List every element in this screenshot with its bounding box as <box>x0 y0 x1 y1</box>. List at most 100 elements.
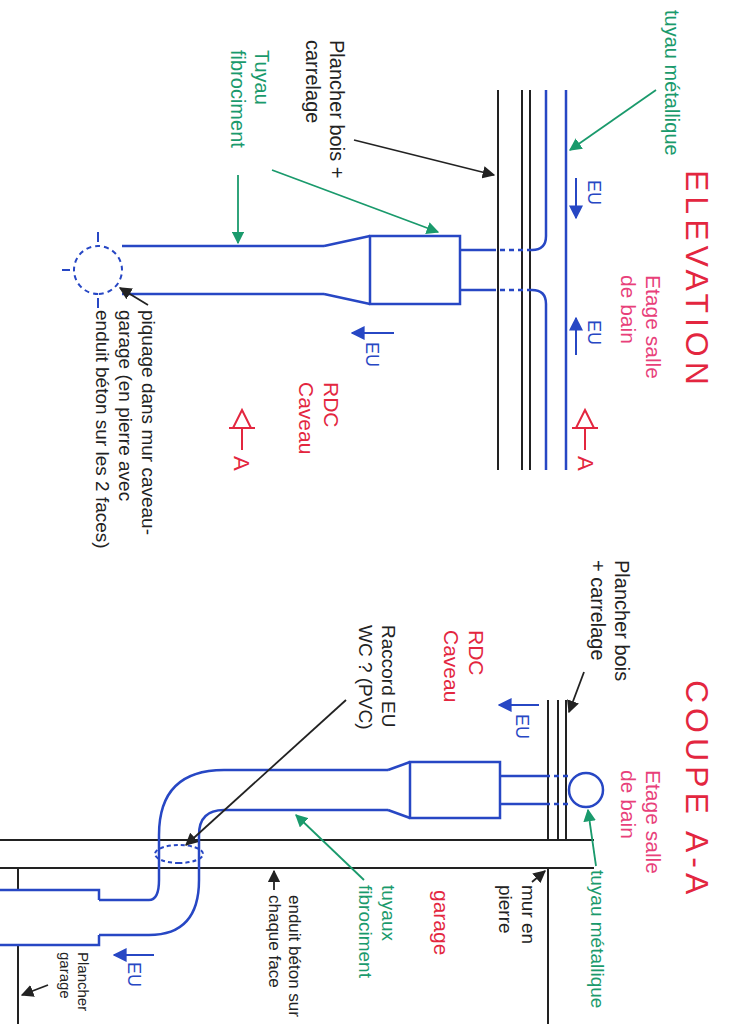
flow-arrow <box>114 705 539 955</box>
fibre-cement-pipe <box>159 770 224 835</box>
fibre-cement-pipe <box>0 935 99 945</box>
fibre-cement-pipe <box>370 236 460 304</box>
fibre-cement-pipe <box>500 803 546 806</box>
leader-line <box>532 871 545 882</box>
flow-label: EU <box>122 962 144 987</box>
material-label: mur en pierre <box>493 885 539 965</box>
section-marker <box>576 410 594 428</box>
leader-line <box>570 90 656 150</box>
material-label: Tuyau fibrociment <box>226 50 274 170</box>
pipe-through-floor <box>546 775 568 778</box>
section-marker <box>233 410 251 428</box>
floor-line <box>497 90 499 470</box>
fibre-cement-pipe <box>460 289 496 292</box>
material-label: Plancher bois + carrelage <box>586 560 634 695</box>
fibre-cement-pipe <box>122 236 496 304</box>
pipe-through-floor <box>546 803 568 806</box>
metal-pipe <box>569 773 603 807</box>
stone-wall <box>0 867 594 869</box>
fibre-cement-pipe <box>99 899 149 902</box>
flow-arrow <box>352 332 394 334</box>
flow-arrow <box>575 178 577 218</box>
metal-pipe <box>532 90 566 470</box>
section-marker <box>229 410 598 450</box>
flow-arrow <box>114 954 154 956</box>
fibre-cement-pipe <box>410 762 500 818</box>
room-label: RDC Caveau <box>439 630 489 720</box>
leader-line <box>296 810 596 880</box>
fibre-cement-pipe <box>224 809 388 812</box>
note-label: piquage dans mur caveau-garage (en pierr… <box>91 310 159 550</box>
fibre-cement-pipe <box>324 294 370 304</box>
leader-line <box>238 90 656 243</box>
room-label: garage <box>429 890 454 955</box>
leader-line <box>120 140 494 305</box>
leader-line <box>296 815 364 880</box>
metal-pipe <box>532 290 546 470</box>
metal-pipe <box>565 90 568 470</box>
floor-line <box>557 700 559 840</box>
pipe-through-floor <box>496 250 532 290</box>
wall-connection <box>97 298 99 308</box>
section-marker <box>241 428 243 450</box>
leader-line <box>354 140 494 175</box>
stone-wall <box>0 839 594 841</box>
material-label: Plancher garage <box>56 952 92 1022</box>
floor-line <box>17 868 19 890</box>
floor-line <box>547 868 549 1024</box>
section-mark: A <box>572 456 598 471</box>
floor-line <box>18 700 566 1024</box>
section-title: COUPE A-A <box>678 680 716 899</box>
note-label: Raccord EU WC ? (PVC) <box>353 625 399 755</box>
fibre-cement-pipe <box>0 890 99 900</box>
leader-line <box>120 288 148 305</box>
note-label: enduit béton sur chaque face <box>263 895 304 1020</box>
wall-connection <box>62 269 70 271</box>
fibre-cement-pipe <box>122 245 324 248</box>
pvc-fitting <box>155 845 203 863</box>
flow-arrow <box>575 318 577 355</box>
floor-line <box>498 90 530 470</box>
fibre-cement-pipe <box>122 293 324 296</box>
fibre-cement-pipe <box>324 236 370 246</box>
pipe-through-floor <box>496 249 532 252</box>
fibre-cement-pipe <box>224 769 388 772</box>
material-label: tuyaux fibrociment <box>353 885 399 1005</box>
metal-pipe <box>569 773 603 807</box>
stone-wall <box>0 840 594 868</box>
leader-line <box>237 175 239 243</box>
fibre-cement-pipe <box>388 810 410 818</box>
leader-line <box>588 810 596 866</box>
section-mark: A <box>228 456 254 471</box>
pipe-through-floor <box>546 776 568 804</box>
fibre-cement-pipe <box>149 880 159 900</box>
leader-line <box>22 985 48 995</box>
fibre-cement-pipe <box>149 880 199 935</box>
pipe-through-floor <box>496 289 532 292</box>
flow-label: EU <box>360 342 382 367</box>
material-label: tuyau métallique <box>585 870 608 1008</box>
flow-arrow <box>352 178 576 355</box>
room-label: RDC Caveau <box>294 382 344 472</box>
flow-label: EU <box>582 320 604 345</box>
fibre-cement-pipe <box>500 775 546 778</box>
metal-pipe <box>532 90 546 250</box>
material-label: tuyau métallique <box>660 10 684 156</box>
leader-line <box>273 871 275 890</box>
floor-line <box>547 700 549 840</box>
leader-line <box>186 700 346 845</box>
level-label: Etage salle de bain <box>616 770 666 895</box>
flow-arrow <box>499 704 539 706</box>
level-label: Etage salle de bain <box>616 275 666 400</box>
wall-connection <box>97 232 99 242</box>
material-label: Plancher bois + carrelage <box>301 40 349 190</box>
wall-connection <box>74 246 122 294</box>
fibre-cement-pipe <box>460 249 496 252</box>
flow-label: EU <box>510 714 532 739</box>
flow-label: EU <box>582 180 604 205</box>
leader-line <box>569 672 584 712</box>
section-marker <box>584 428 586 450</box>
fibre-cement-pipe <box>388 762 410 770</box>
